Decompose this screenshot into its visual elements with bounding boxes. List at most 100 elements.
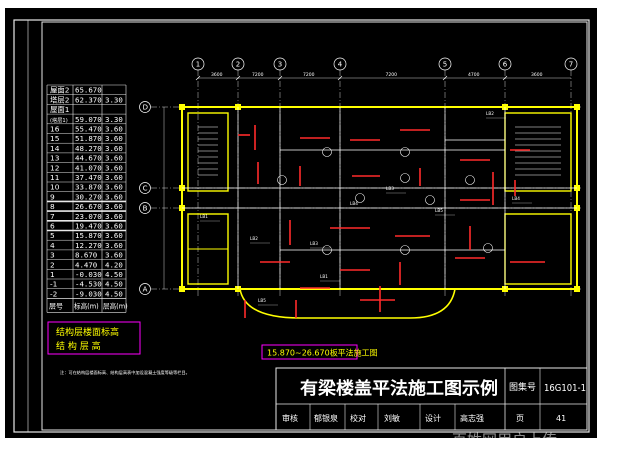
page-number: 41 [556, 414, 566, 423]
table-cell-height: 3.60 [105, 125, 123, 134]
slab-mark [400, 147, 410, 157]
table-cell-elevation: 48.270 [75, 144, 102, 153]
axis-label-1: 1 [196, 61, 200, 69]
slab-label: LB2 [250, 236, 258, 241]
slab-mark [425, 195, 435, 205]
table-cell-floor: 16 [50, 125, 60, 134]
table-cell-floor: 13 [50, 154, 60, 163]
table-cell-elevation: 62.370 [75, 95, 102, 104]
table-cell-floor: 10 [50, 183, 60, 192]
axis-label-3: 3 [278, 61, 282, 69]
slab-mark [400, 245, 410, 255]
table-cell-elevation: 44.670 [75, 154, 102, 163]
slab-mark [400, 173, 410, 183]
dimension-text: 7200 [303, 72, 315, 78]
column [574, 286, 580, 292]
table-cell-elevation: -0.030 [75, 270, 102, 279]
dimension-tick [502, 75, 508, 81]
table-cell-height: 3.60 [105, 222, 123, 231]
table-cell-height: 3.60 [105, 163, 123, 172]
table-cell-height: 4.50 [105, 280, 123, 289]
table-cell-height: 3.30 [105, 115, 123, 124]
reviewer-name: 郁银泉 [314, 413, 338, 423]
table-cell-floor: 4 [50, 241, 55, 250]
slab-label: LB5 [435, 208, 443, 213]
plan-range-label: 15.870~26.670板平法施工图 [261, 344, 378, 360]
table-cell-height: 3.60 [105, 251, 123, 260]
atlas-label: 图集号 [509, 381, 536, 393]
slab-label: LB1 [320, 274, 328, 279]
sheet-background [5, 8, 597, 438]
table-cell-height: 3.60 [105, 144, 123, 153]
table-cell-elevation: 12.270 [75, 241, 102, 250]
slab-label: LB5 [258, 298, 266, 303]
table-cell-height: 4.50 [105, 289, 123, 298]
column [179, 286, 185, 292]
slab-label: LB2 [486, 111, 494, 116]
axis-bubble [139, 101, 151, 113]
table-cell-elevation: 51.870 [75, 134, 102, 143]
table-cell-elevation: 37.470 [75, 173, 102, 182]
axis-label-4: 4 [338, 61, 343, 69]
dimension-text: 3600 [211, 72, 223, 78]
table-cell-floor: 屋面2 [50, 86, 69, 95]
axis-label-6: 6 [503, 61, 508, 69]
table-cell-floor: 塔层2 [50, 95, 69, 104]
outer-frame [13, 19, 590, 433]
atlas-number: 16G101-1 [544, 383, 586, 394]
axis-label-C: C [143, 185, 148, 193]
dimension-text: 7200 [252, 72, 264, 78]
watermark: 百姓网用户上传 [452, 431, 557, 449]
title-block: 有梁楼盖平法施工图示例 图集号 16G101-1 审核 郁银泉 校对 刘敏 设计… [275, 367, 588, 431]
table-cell-elevation: 26.670 [75, 202, 102, 211]
table-cell-height: 3.30 [105, 95, 123, 104]
table-cell-floor: 5 [50, 231, 55, 240]
table-cell-floor: (塔层1) [50, 116, 68, 124]
axis-bubble [139, 182, 151, 194]
review-label: 审核 [282, 413, 298, 423]
table-cell-elevation: 4.470 [75, 260, 97, 269]
dimension-tick [442, 75, 448, 81]
axis-label-2: 2 [236, 61, 240, 69]
table-note: 注：可在结构层楼面标高、结构层高表中加设混凝土强度等级等栏目。 [60, 369, 190, 376]
legend-line-2: 结 构 层 高 [56, 340, 101, 352]
table-cell-floor: 1 [50, 270, 55, 279]
table-cell-elevation: 55.470 [75, 125, 102, 134]
dimension-text: 4700 [468, 72, 480, 78]
slab-mark [483, 243, 493, 253]
slab-label: LB4 [512, 196, 520, 201]
checker-name: 刘敏 [384, 413, 400, 423]
table-cell-height: 3.60 [105, 231, 123, 240]
table-cell-floor: 3 [50, 251, 55, 260]
table-cell-height: 4.20 [105, 260, 123, 269]
dimension-tick [277, 75, 283, 81]
dimension-text: 3600 [531, 72, 543, 78]
legend-line-1: 结构层楼面标高 [56, 326, 119, 338]
axis-bubble [139, 283, 151, 295]
table-cell-elevation: -4.530 [75, 280, 102, 289]
table-cell-height: 3.60 [105, 192, 123, 201]
design-label: 设计 [425, 413, 441, 423]
slab-mark [465, 175, 475, 185]
axis-bubble [139, 202, 151, 214]
table-header-height: 层高(m) [103, 301, 128, 310]
table-cell-elevation: -9.030 [75, 289, 102, 298]
legend-box: 结构层楼面标高 结 构 层 高 [47, 321, 141, 355]
dimension-tick [195, 75, 201, 81]
table-cell-floor: 11 [50, 173, 60, 182]
dimension-tick [337, 75, 343, 81]
table-cell-elevation: 41.070 [75, 163, 102, 172]
slab-label: LB4 [350, 201, 358, 206]
table-cell-floor: 7 [50, 212, 55, 221]
table-cell-height: 3.60 [105, 183, 123, 192]
axis-label-B: B [143, 205, 148, 213]
designer-name: 高志强 [460, 413, 484, 423]
table-cell-height: 3.60 [105, 154, 123, 163]
table-cell-elevation: 23.070 [75, 212, 102, 221]
table-cell-height: 3.60 [105, 202, 123, 211]
range-label-text: 15.870~26.670板平法施工图 [267, 348, 378, 358]
table-cell-floor: -1 [50, 280, 58, 289]
axis-label-5: 5 [443, 61, 447, 69]
slab-label: LB3 [310, 241, 318, 246]
